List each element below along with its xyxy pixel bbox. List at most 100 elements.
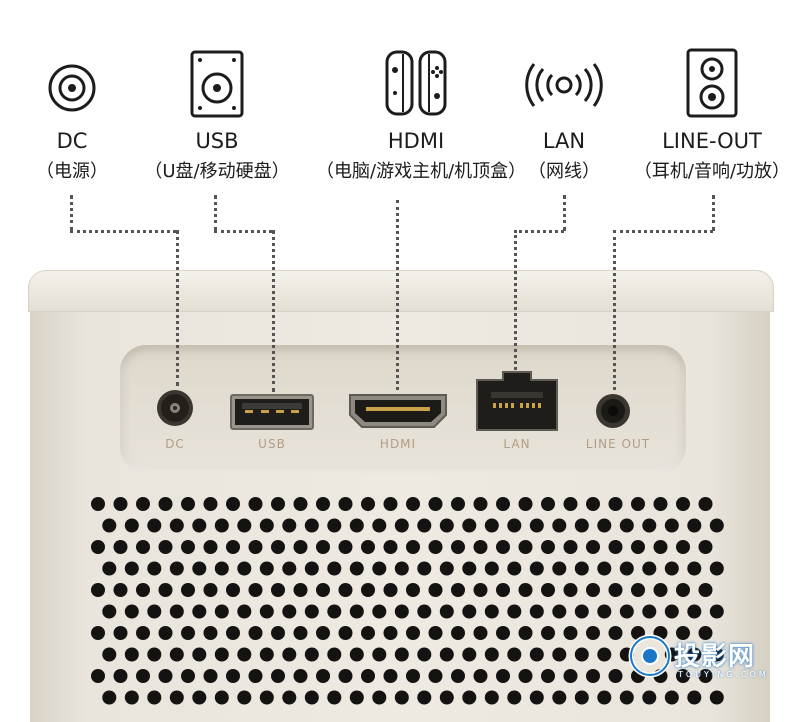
game-controller-icon [316,38,516,120]
grille-hole [518,497,533,511]
grille-hole [361,583,375,597]
device-top-edge [28,270,774,312]
grille-hole [676,626,690,640]
grille-hole [169,647,184,662]
grille-hole [439,518,454,533]
port-desc: （U盘/移动硬盘） [144,161,290,182]
grille-hole [327,690,342,705]
grille-hole [271,540,285,554]
grille-hole [631,497,645,511]
grille-hole [417,518,432,533]
grille-hole [158,626,173,640]
grille-hole [428,497,443,511]
grille-hole [586,626,600,640]
grille-hole [316,626,330,640]
grille-hole [687,518,702,533]
grille-hole [124,518,139,533]
power-jack-icon [0,38,172,120]
grille-hole [248,540,263,554]
grille-hole [518,626,533,640]
grille-hole [203,497,218,511]
grille-hole [586,540,600,554]
grille-hole [698,669,713,683]
grille-hole [158,669,173,683]
grille-hole [484,604,499,619]
grille-hole [158,583,173,597]
grille-hole [529,647,544,662]
grille-hole [586,497,600,511]
grille-hole [237,647,252,662]
grille-hole [428,626,443,640]
port-desc: （电脑/游戏主机/机顶盒） [316,161,527,182]
grille-hole [192,561,207,576]
grille-hole [552,561,567,576]
grille-hole [147,604,162,619]
grille-hole [563,497,578,511]
leader-line-usb [214,195,217,231]
grille-hole [698,626,713,640]
grille-hole [676,540,690,554]
grille-hole [529,561,544,576]
grille-hole [473,626,488,640]
grille-hole [394,561,409,576]
grille-hole [518,583,533,597]
grille-hole [619,518,634,533]
grille-hole [338,540,353,554]
grille-hole [473,669,488,683]
grille-hole [541,583,555,597]
grille-hole [113,583,128,597]
usb-drive-icon [117,38,317,120]
port-name: DC [56,129,88,153]
grille-hole [642,604,657,619]
grille-hole [574,518,589,533]
grille-hole [552,690,567,705]
grille-hole [282,647,297,662]
grille-hole [102,518,117,533]
grille-hole [91,540,105,554]
grille-hole [608,497,623,511]
grille-hole [698,497,713,511]
grille-hole [552,604,567,619]
grille-hole [653,497,668,511]
panel-label-lineout: LINE OUT [585,437,651,451]
grille-hole [147,690,162,705]
grille-hole [282,518,297,533]
grille-hole [383,497,398,511]
grille-hole [349,604,364,619]
grille-hole [653,583,668,597]
grille-hole [214,561,229,576]
grille-hole [709,647,724,662]
grille-hole [372,518,387,533]
grille-hole [552,518,567,533]
grille-hole [169,604,184,619]
grille-hole [462,604,477,619]
grille-hole [642,561,657,576]
grille-hole [709,604,724,619]
grille-hole [136,583,150,597]
grille-hole [237,561,252,576]
grille-hole [541,497,555,511]
port-col-usb: USB （U盘/移动硬盘） [117,38,317,184]
product-diagram: DC （电源） USB （U盘/移动硬盘） [0,38,790,722]
port-name: HDMI [387,129,445,153]
grille-hole [192,647,207,662]
grille-hole [259,690,274,705]
grille-hole [226,626,240,640]
grille-hole [709,561,724,576]
panel-label-lan: LAN [503,437,531,451]
grille-hole [631,540,645,554]
grille-hole [181,669,195,683]
grille-hole [451,669,465,683]
grille-hole [113,626,128,640]
grille-hole [259,561,274,576]
grille-hole [619,690,634,705]
grille-hole [282,604,297,619]
grille-hole [304,518,319,533]
grille-hole [361,497,375,511]
grille-hole [687,690,702,705]
leader-line-lan [514,230,564,233]
grille-hole [574,647,589,662]
grille-hole [349,561,364,576]
grille-hole [687,561,702,576]
grille-hole [383,669,398,683]
